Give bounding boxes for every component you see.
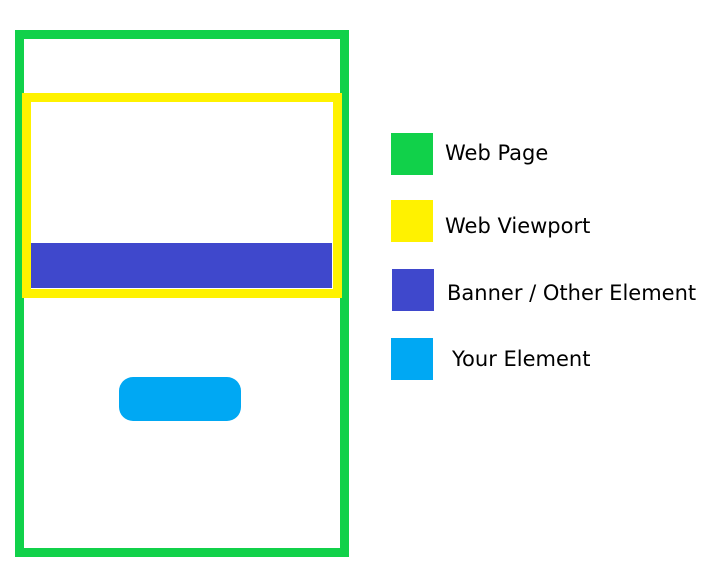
your-element-box [119, 377, 241, 421]
legend-label-web-page: Web Page [445, 141, 549, 165]
legend-swatch-your-element [391, 338, 433, 380]
legend-label-banner: Banner / Other Element [447, 281, 697, 305]
web-viewport-box [22, 93, 342, 298]
legend-swatch-web-page [391, 133, 433, 175]
legend-label-your-element: Your Element [452, 347, 591, 371]
legend-swatch-banner [392, 269, 434, 311]
legend-label-web-viewport: Web Viewport [445, 214, 591, 238]
legend-swatch-web-viewport [391, 200, 433, 242]
banner-element-box [31, 243, 332, 288]
